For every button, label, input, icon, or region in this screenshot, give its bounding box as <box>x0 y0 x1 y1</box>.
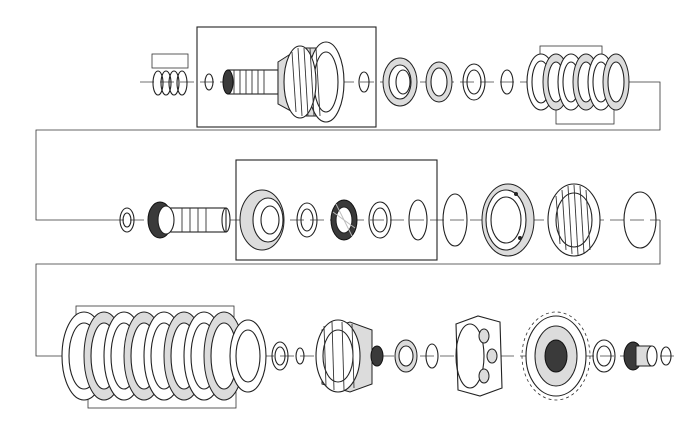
backing-plate <box>229 319 267 393</box>
washer-7 <box>592 339 616 373</box>
clutch-pack-2 <box>61 305 245 409</box>
carrier <box>455 315 503 397</box>
piston <box>382 57 418 107</box>
row-1 <box>35 26 661 221</box>
return-spring-pack <box>151 53 189 96</box>
washer-6 <box>394 339 418 373</box>
row-3 <box>60 305 676 409</box>
washer-2 <box>119 207 135 233</box>
row-2 <box>35 159 661 357</box>
sun-gear <box>623 341 658 371</box>
sprag-clutch <box>547 183 601 257</box>
snap-ring-7 <box>295 347 305 365</box>
snap-ring-6 <box>623 191 657 249</box>
washer-5 <box>271 341 289 371</box>
clutch-pack-1 <box>526 45 630 125</box>
shaft-gear <box>147 201 231 239</box>
clutch-drum <box>315 319 384 393</box>
ring-gear <box>521 311 591 401</box>
bearing-race <box>239 189 285 251</box>
washer-4 <box>368 201 392 239</box>
snap-ring-2 <box>358 71 370 93</box>
snap-ring-3 <box>500 69 514 95</box>
seal-ring <box>425 61 453 103</box>
bearing-group-box <box>235 159 438 261</box>
clutch-hub <box>481 183 535 257</box>
washer-3 <box>296 202 318 238</box>
washer-1 <box>462 63 486 101</box>
needle-bearing <box>330 199 358 241</box>
input-shaft-drum <box>196 26 377 128</box>
snap-ring-9 <box>660 346 672 366</box>
snap-ring-8 <box>425 343 439 369</box>
snap-ring-5 <box>442 193 468 247</box>
snap-ring-1 <box>204 73 214 91</box>
snap-ring-4 <box>408 199 428 241</box>
